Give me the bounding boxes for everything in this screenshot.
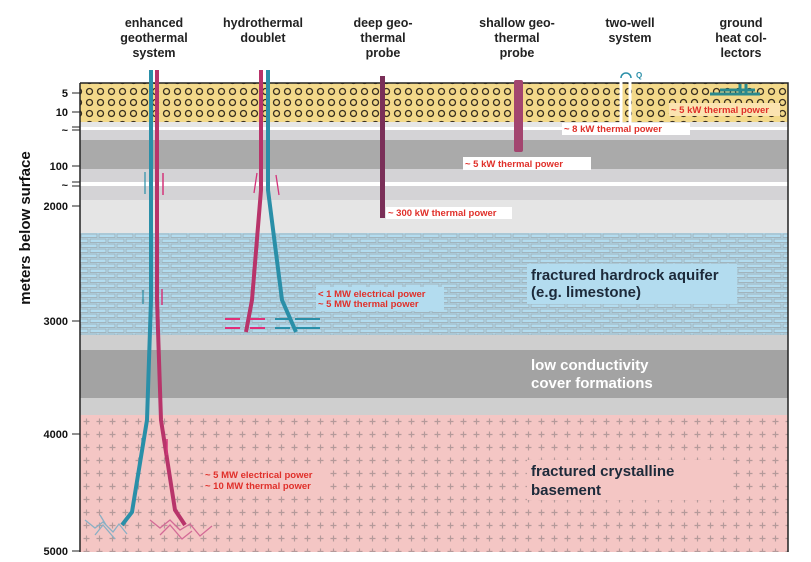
- y-axis: meters below surface 5 10 ~ 100 ~ 2000 3…: [17, 88, 80, 558]
- flow-symbol: Q: [636, 71, 642, 80]
- header-two-well: two-well system: [605, 16, 654, 45]
- header-line: thermal: [360, 31, 405, 45]
- header-line: system: [608, 31, 651, 45]
- deep-probe: [380, 76, 385, 218]
- column-headers: enhanced geothermal system hydrothermal …: [120, 16, 766, 60]
- power-labels: ~ 5 kW thermal power ~ 8 kW thermal powe…: [203, 103, 780, 492]
- frame: [79, 82, 789, 552]
- layer: [80, 130, 788, 140]
- header-line: geothermal: [120, 31, 187, 45]
- layer: [80, 186, 788, 200]
- header-line: probe: [366, 46, 401, 60]
- layer: [80, 122, 788, 127]
- outflow-arrows-icon: [275, 318, 320, 329]
- doublet-production-well: [244, 70, 263, 333]
- layer: [80, 169, 788, 182]
- formation-label: fractured hardrock aquifer: [531, 267, 719, 284]
- header-line: hydrothermal: [223, 16, 303, 30]
- heat-collector-icon: [710, 84, 760, 96]
- layer: [80, 127, 788, 130]
- axis-label: meters below surface: [17, 151, 34, 304]
- layer-sand: [80, 83, 788, 122]
- power-label: ~ 10 MW thermal power: [205, 481, 311, 492]
- power-label: ~ 5 MW thermal power: [318, 299, 419, 310]
- header-line: thermal: [494, 31, 539, 45]
- header-line: deep geo-: [353, 16, 412, 30]
- formation-label: (e.g. limestone): [531, 284, 641, 301]
- layer: [80, 335, 788, 350]
- tick-label: 3000: [44, 316, 68, 328]
- layer-cover: [80, 350, 788, 398]
- layer: [80, 182, 788, 186]
- formation-label: fractured crystalline: [531, 463, 674, 480]
- shallow-probe: [514, 80, 523, 152]
- header-line: shallow geo-: [479, 16, 555, 30]
- formation-labels: fractured hardrock aquifer (e.g. limesto…: [527, 264, 737, 500]
- header-line: system: [132, 46, 175, 60]
- tick-marks: [72, 92, 80, 552]
- header-line: heat col-: [715, 31, 766, 45]
- tick-label: 10: [56, 107, 68, 119]
- header-doublet: hydrothermal doublet: [223, 16, 303, 45]
- header-deep-probe: deep geo- thermal probe: [353, 16, 412, 60]
- flow-arrow-icon: [253, 172, 280, 196]
- egs-wells: [84, 70, 213, 540]
- layer: [80, 140, 788, 169]
- power-label: ~ 5 kW thermal power: [671, 105, 769, 116]
- header-line: lectors: [721, 46, 762, 60]
- tick-label: 100: [50, 161, 68, 173]
- egs-injection-well: [120, 70, 153, 527]
- doublet-injection-well: [266, 70, 298, 333]
- header-line: two-well: [605, 16, 654, 30]
- tick-label: ~: [62, 125, 69, 137]
- egs-production-well: [155, 70, 187, 527]
- header-egs: enhanced geothermal system: [120, 16, 187, 60]
- header-line: doublet: [240, 31, 286, 45]
- formation-label: cover formations: [531, 375, 653, 392]
- tick-label: 4000: [44, 429, 68, 441]
- tick-label: 5000: [44, 546, 68, 558]
- up-arrow-icon: [161, 173, 168, 455]
- inflow-arrows-icon: [225, 318, 265, 329]
- hydrothermal-doublet: [225, 70, 320, 333]
- tick-label: 5: [62, 88, 68, 100]
- formation-label: basement: [531, 482, 601, 499]
- two-well-system: Q: [619, 71, 642, 124]
- layer: [80, 398, 788, 415]
- power-label: ~ 8 kW thermal power: [564, 124, 662, 135]
- formation-label: low conductivity: [531, 357, 649, 374]
- down-arrow-icon: [141, 172, 146, 454]
- power-label: ~ 300 kW thermal power: [388, 208, 497, 219]
- header-shallow-probe: shallow geo- thermal probe: [479, 16, 555, 60]
- header-line: ground: [719, 16, 762, 30]
- strata: [79, 82, 789, 552]
- tick-label: 2000: [44, 201, 68, 213]
- header-line: probe: [500, 46, 535, 60]
- power-label: ~ 5 MW electrical power: [205, 470, 313, 481]
- power-label: < 1 MW electrical power: [318, 289, 426, 300]
- header-line: enhanced: [125, 16, 183, 30]
- power-label: ~ 5 kW thermal power: [465, 159, 563, 170]
- header-ground-collectors: ground heat col- lectors: [715, 16, 766, 60]
- tick-label: ~: [62, 180, 69, 192]
- fracture-network-icon: [84, 514, 213, 540]
